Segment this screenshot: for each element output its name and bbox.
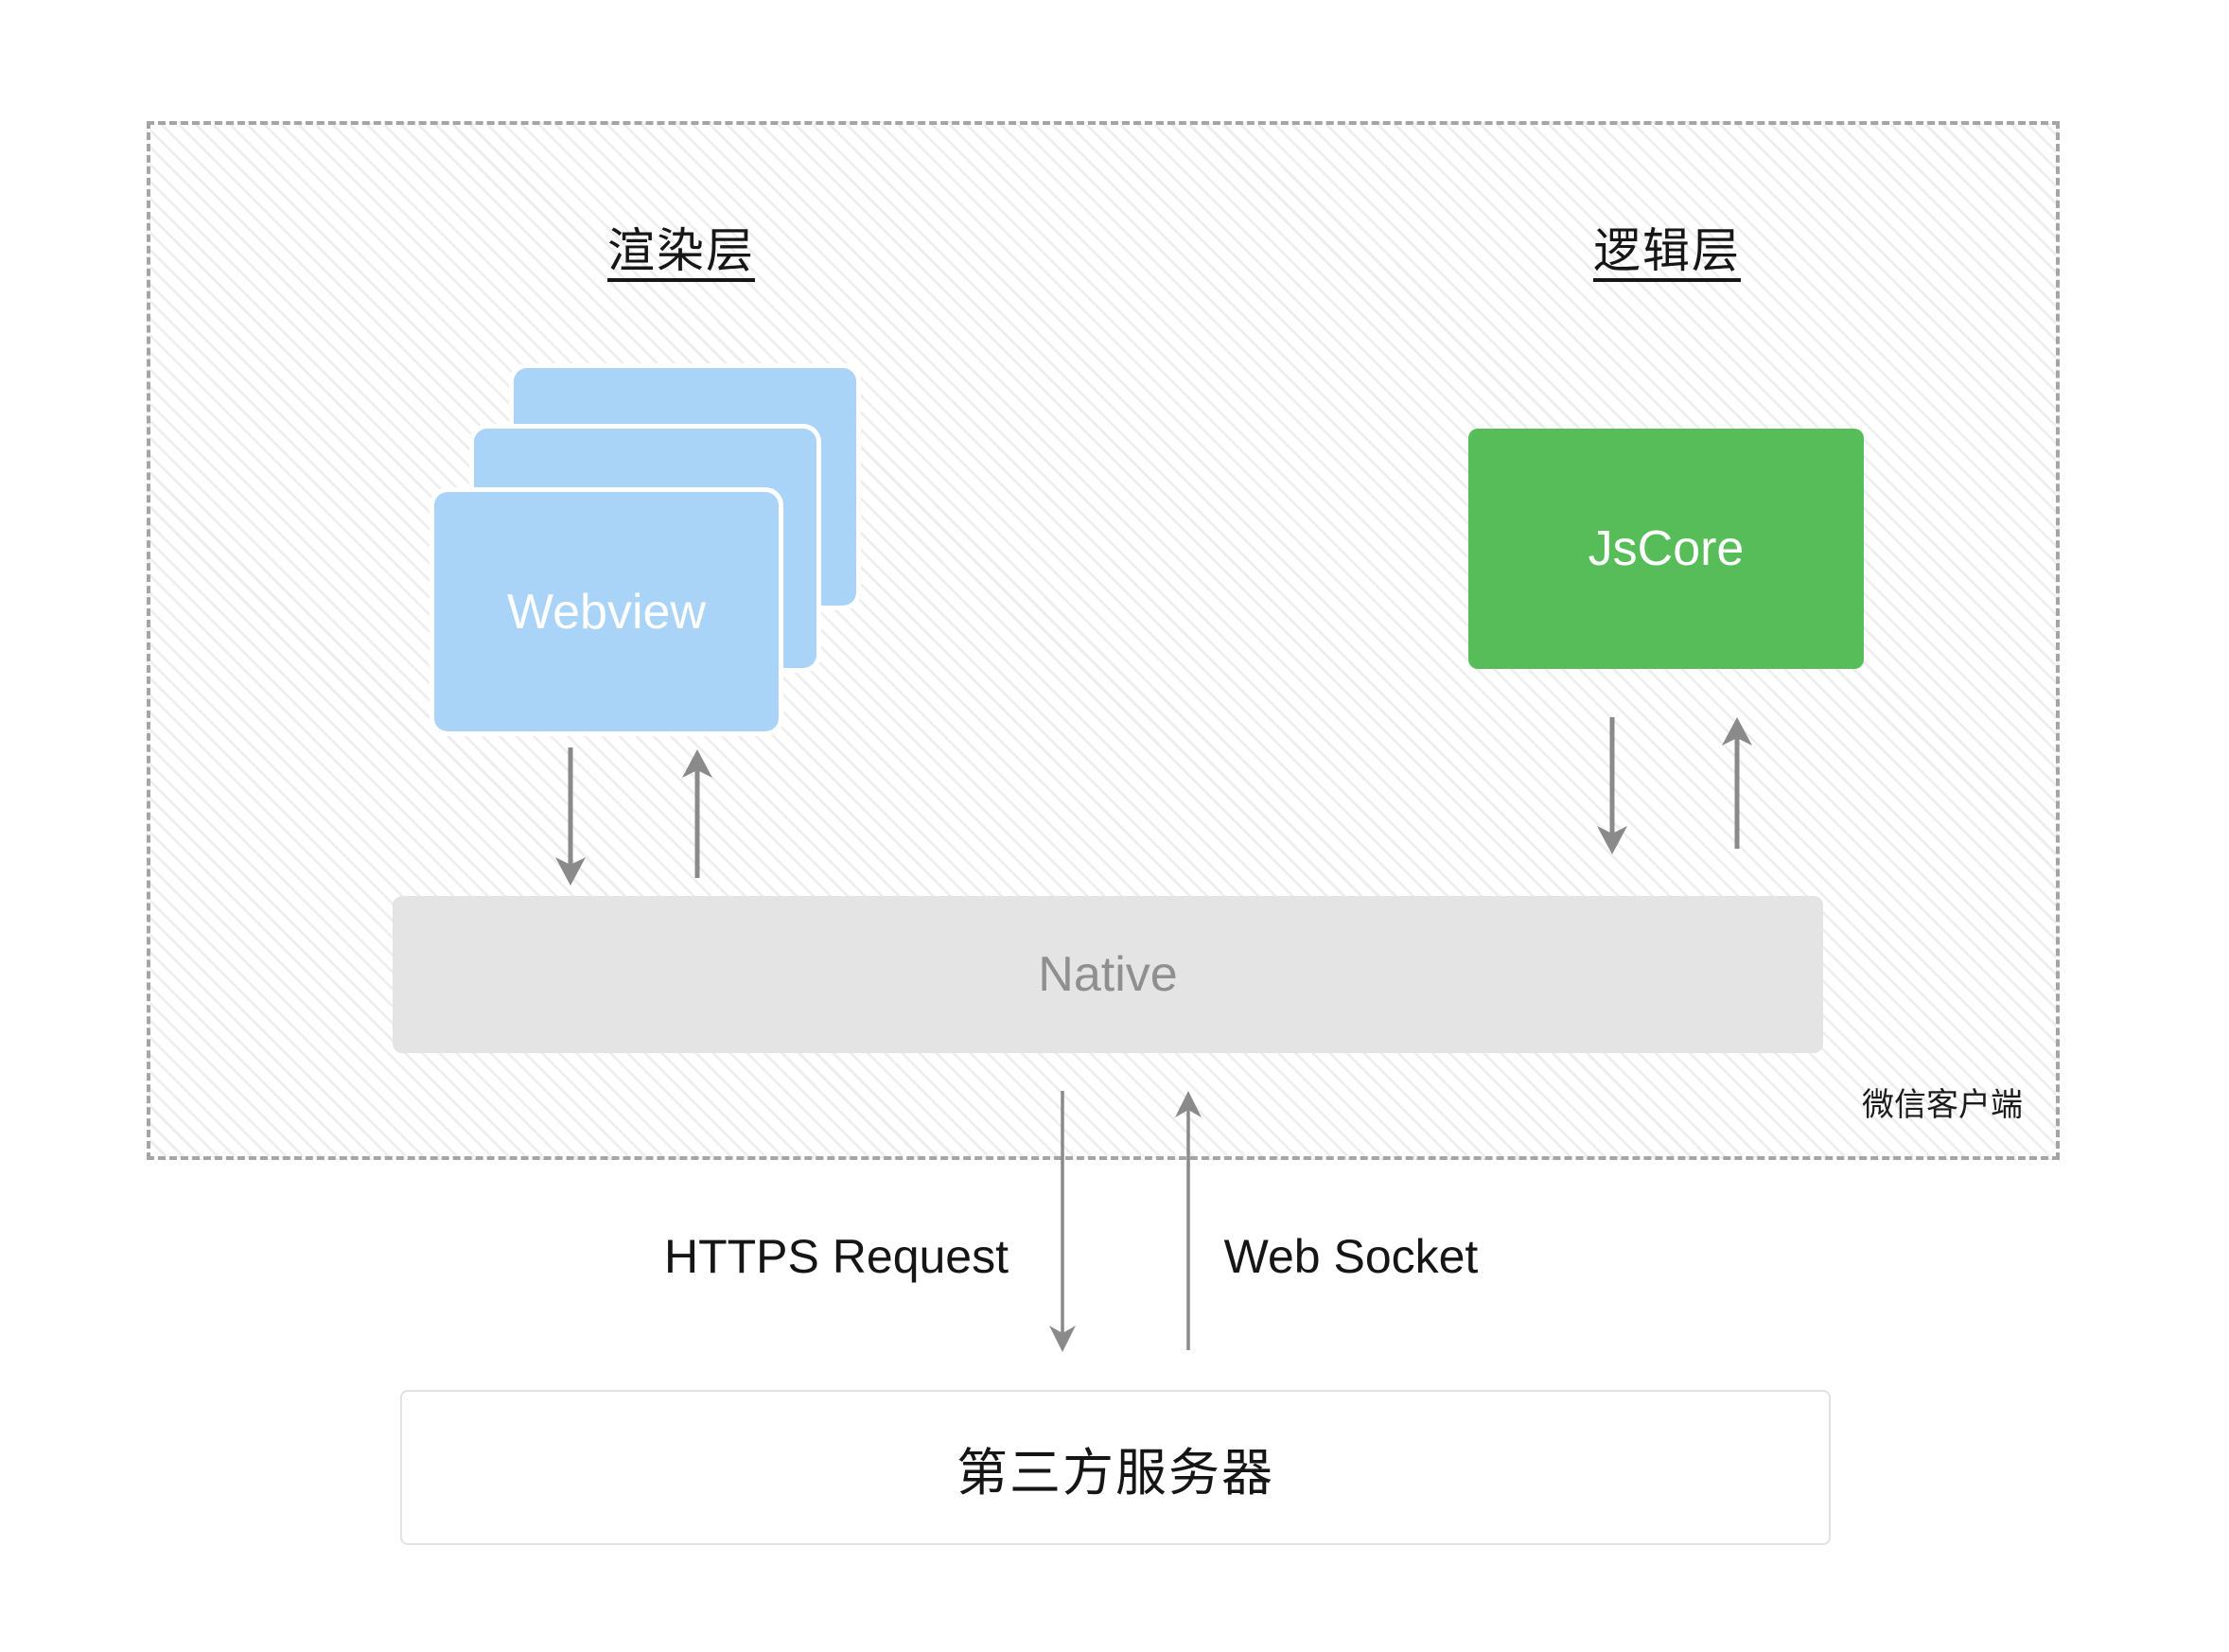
third-party-server-label: 第三方服务器 bbox=[957, 1444, 1274, 1502]
arrow-native-to-jscore bbox=[1722, 717, 1752, 849]
logic-layer-title: 逻辑层 bbox=[1593, 227, 1741, 281]
render-layer-title: 渲染层 bbox=[607, 227, 755, 281]
arrow-native-to-server-https bbox=[1049, 1091, 1076, 1352]
third-party-server-box: 第三方服务器 bbox=[400, 1390, 1831, 1545]
https-request-label: HTTPS Request bbox=[663, 1230, 1009, 1283]
wechat-client-label: 微信客户端 bbox=[1862, 1087, 2023, 1123]
jscore-label: JsCore bbox=[1588, 521, 1745, 576]
native-bar: Native bbox=[393, 896, 1823, 1053]
arrow-jscore-to-native bbox=[1597, 717, 1627, 854]
web-socket-label: Web Socket bbox=[1223, 1230, 1479, 1283]
arrow-native-to-webview bbox=[682, 749, 712, 878]
webview-label: Webview bbox=[506, 584, 706, 640]
arrow-server-to-native-websocket bbox=[1175, 1091, 1202, 1350]
arrow-webview-to-native bbox=[555, 747, 586, 886]
jscore-box: JsCore bbox=[1468, 429, 1864, 669]
webview-card-front: Webview bbox=[434, 492, 779, 731]
native-label: Native bbox=[1038, 947, 1178, 1002]
